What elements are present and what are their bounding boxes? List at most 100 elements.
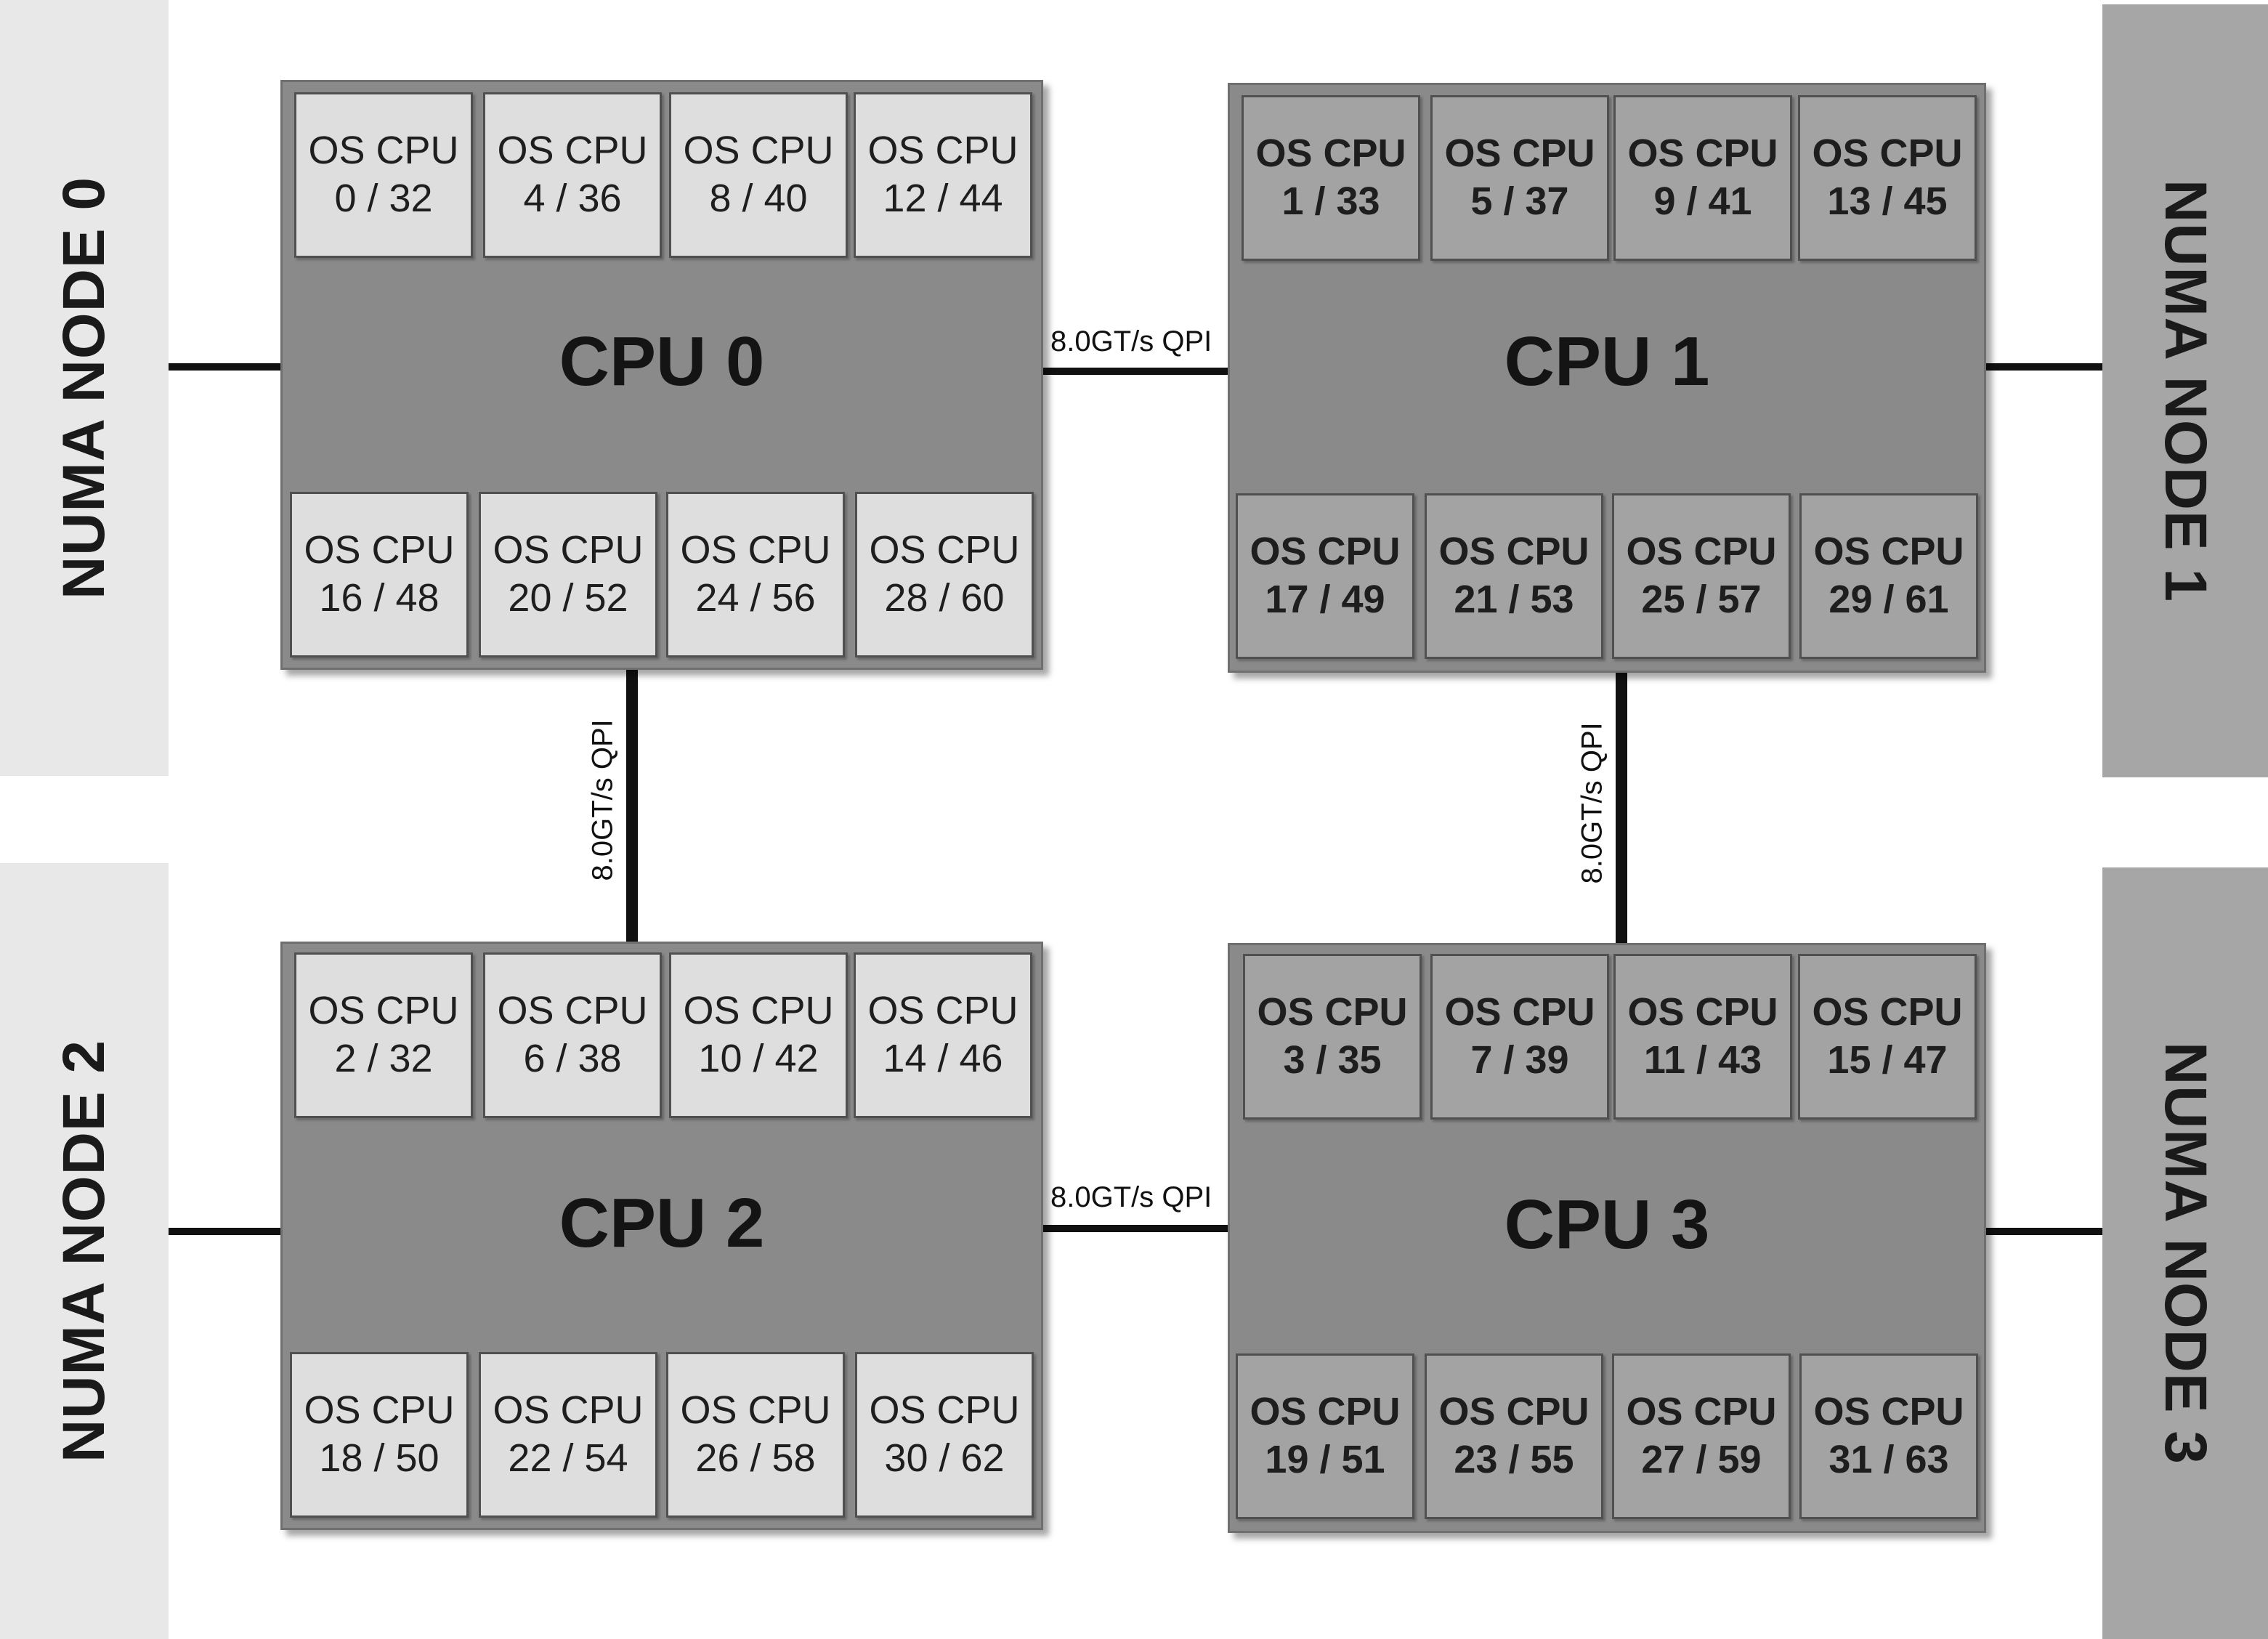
core-ids: 28 / 60: [884, 576, 1005, 620]
cpu-3-label: CPU 3: [1504, 1186, 1710, 1263]
core-ids: 16 / 48: [319, 576, 440, 620]
core-cell: OS CPU 21 / 53: [1425, 493, 1603, 659]
core-name: OS CPU: [1255, 131, 1406, 176]
core-ids: 12 / 44: [883, 177, 1003, 220]
core-cell: OS CPU 13 / 45: [1798, 95, 1977, 261]
core-ids: 3 / 35: [1283, 1038, 1382, 1082]
core-name: OS CPU: [1813, 1390, 1964, 1434]
core-cell: OS CPU 18 / 50: [290, 1352, 469, 1518]
core-name: OS CPU: [683, 989, 834, 1033]
core-name: OS CPU: [1257, 990, 1408, 1035]
core-name: OS CPU: [1438, 1390, 1589, 1434]
core-cell: OS CPU 11 / 43: [1613, 954, 1792, 1120]
core-ids: 1 / 33: [1281, 179, 1380, 223]
core-ids: 5 / 37: [1470, 179, 1569, 223]
core-name: OS CPU: [1626, 530, 1777, 574]
numa-node-2-label: NUMA NODE 2: [51, 1040, 117, 1462]
cpu-0-label: CPU 0: [559, 323, 765, 400]
core-cell: OS CPU 14 / 46: [854, 952, 1032, 1118]
qpi-label-cpu0-cpu1: 8.0GT/s QPI: [1050, 325, 1212, 357]
core-name: OS CPU: [1627, 131, 1778, 176]
core-cell: OS CPU 20 / 52: [479, 492, 657, 657]
numa-node-0-label: NUMA NODE 0: [51, 177, 117, 599]
core-name: OS CPU: [304, 528, 455, 572]
core-cell: OS CPU 23 / 55: [1425, 1353, 1603, 1519]
core-cell: OS CPU 10 / 42: [669, 952, 848, 1118]
numa-node-1-label: NUMA NODE 1: [2152, 179, 2219, 602]
cpu-1-package: OS CPU 1 / 33 OS CPU 5 / 37 OS CPU 9 / 4…: [1228, 83, 1986, 673]
core-cell: OS CPU 0 / 32: [294, 92, 473, 258]
core-cell: OS CPU 28 / 60: [855, 492, 1034, 657]
numa-node-0: NUMA NODE 0: [0, 0, 169, 776]
core-name: OS CPU: [683, 129, 834, 173]
core-name: OS CPU: [1444, 131, 1595, 176]
qpi-label-cpu0-cpu2: 8.0GT/s QPI: [586, 719, 619, 881]
qpi-label-cpu2-cpu3: 8.0GT/s QPI: [1050, 1181, 1212, 1213]
core-cell: OS CPU 19 / 51: [1236, 1353, 1414, 1519]
numa-node-2: NUMA NODE 2: [0, 863, 169, 1639]
core-cell: OS CPU 22 / 54: [479, 1352, 657, 1518]
numa0-cpu0-connector: [169, 363, 282, 371]
core-ids: 19 / 51: [1265, 1438, 1385, 1481]
core-cell: OS CPU 2 / 32: [294, 952, 473, 1118]
core-name: OS CPU: [680, 528, 831, 572]
numa-node-1: NUMA NODE 1: [2102, 4, 2268, 777]
core-name: OS CPU: [1250, 530, 1401, 574]
core-cell: OS CPU 15 / 47: [1798, 954, 1977, 1120]
core-ids: 26 / 58: [695, 1436, 816, 1480]
core-ids: 31 / 63: [1828, 1438, 1949, 1481]
core-ids: 23 / 55: [1454, 1438, 1574, 1481]
core-ids: 9 / 41: [1653, 179, 1752, 223]
core-ids: 0 / 32: [334, 177, 433, 220]
cpu-2-label: CPU 2: [559, 1184, 765, 1262]
core-cell: OS CPU 26 / 58: [666, 1352, 845, 1518]
core-ids: 2 / 32: [334, 1037, 433, 1080]
core-ids: 29 / 61: [1828, 578, 1949, 621]
cpu-3-package: OS CPU 3 / 35 OS CPU 7 / 39 OS CPU 11 / …: [1228, 943, 1986, 1533]
qpi-link-cpu0-cpu2: [626, 668, 638, 942]
core-name: OS CPU: [1444, 990, 1595, 1035]
numa-node-3-label: NUMA NODE 3: [2152, 1042, 2219, 1465]
core-name: OS CPU: [493, 1388, 644, 1433]
core-name: OS CPU: [1812, 990, 1963, 1035]
core-name: OS CPU: [1250, 1390, 1401, 1434]
cpu-2-package: OS CPU 2 / 32 OS CPU 6 / 38 OS CPU 10 / …: [280, 942, 1043, 1530]
core-name: OS CPU: [869, 528, 1020, 572]
core-cell: OS CPU 31 / 63: [1799, 1353, 1978, 1519]
core-cell: OS CPU 8 / 40: [669, 92, 848, 258]
core-cell: OS CPU 17 / 49: [1236, 493, 1414, 659]
core-name: OS CPU: [497, 129, 648, 173]
core-name: OS CPU: [867, 989, 1018, 1033]
core-cell: OS CPU 1 / 33: [1242, 95, 1420, 261]
core-ids: 22 / 54: [508, 1436, 628, 1480]
core-cell: OS CPU 4 / 36: [483, 92, 662, 258]
core-ids: 7 / 39: [1470, 1038, 1569, 1082]
core-name: OS CPU: [1812, 131, 1963, 176]
core-ids: 17 / 49: [1265, 578, 1385, 621]
core-name: OS CPU: [304, 1388, 455, 1433]
core-cell: OS CPU 29 / 61: [1799, 493, 1978, 659]
numa2-cpu2-connector: [169, 1228, 282, 1235]
core-cell: OS CPU 16 / 48: [290, 492, 469, 657]
core-ids: 25 / 57: [1641, 578, 1762, 621]
core-name: OS CPU: [867, 129, 1018, 173]
core-ids: 6 / 38: [523, 1037, 622, 1080]
core-name: OS CPU: [1813, 530, 1964, 574]
qpi-link-cpu2-cpu3: [1043, 1225, 1228, 1232]
core-name: OS CPU: [1438, 530, 1589, 574]
core-cell: OS CPU 7 / 39: [1430, 954, 1609, 1120]
core-ids: 27 / 59: [1641, 1438, 1762, 1481]
cpu-0-package: OS CPU 0 / 32 OS CPU 4 / 36 OS CPU 8 / 4…: [280, 80, 1043, 670]
core-ids: 11 / 43: [1643, 1038, 1762, 1082]
core-ids: 14 / 46: [883, 1037, 1003, 1080]
core-name: OS CPU: [308, 989, 459, 1033]
core-ids: 18 / 50: [319, 1436, 440, 1480]
core-name: OS CPU: [1627, 990, 1778, 1035]
core-name: OS CPU: [680, 1388, 831, 1433]
cpu-1-label: CPU 1: [1504, 323, 1710, 400]
core-cell: OS CPU 3 / 35: [1243, 954, 1422, 1120]
qpi-label-cpu1-cpu3: 8.0GT/s QPI: [1576, 722, 1608, 884]
qpi-link-cpu1-cpu3: [1616, 673, 1627, 946]
core-ids: 21 / 53: [1454, 578, 1574, 621]
core-name: OS CPU: [869, 1388, 1020, 1433]
